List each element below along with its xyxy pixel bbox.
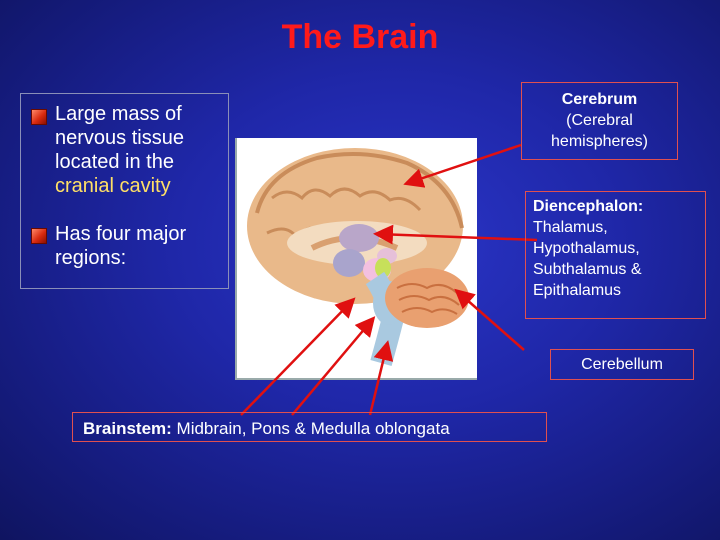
bullet-item-1: Large mass of nervous tissue located in … — [55, 102, 230, 198]
bullet-marker-icon — [31, 228, 47, 244]
label-cerebrum: Cerebrum (Cerebral hemispheres) — [521, 82, 678, 160]
arrow-pons — [291, 316, 376, 416]
cerebrum-line: (Cerebral — [566, 112, 633, 129]
arrow-cerebrum — [403, 143, 522, 188]
bullet-item-2: Has four major regions: — [55, 223, 187, 269]
bullet-text: Large mass of nervous tissue located in … — [55, 103, 184, 173]
brainstem-title: Brainstem: — [83, 419, 172, 438]
arrow-cerebellum — [454, 288, 525, 351]
arrow-midbrain — [240, 297, 356, 416]
cerebrum-line: hemispheres) — [551, 133, 648, 150]
diencephalon-line: Hypothalamus, — [533, 240, 640, 257]
label-cerebellum: Cerebellum — [550, 349, 694, 380]
diencephalon-line: Epithalamus — [533, 282, 622, 299]
arrow-diencephalon — [373, 224, 538, 245]
diencephalon-line: Subthalamus & — [533, 261, 642, 278]
bullet-highlight: cranial cavity — [55, 175, 171, 197]
bullet-list: Large mass of nervous tissue located in … — [20, 93, 229, 289]
bullet-marker-icon — [31, 109, 47, 125]
label-brainstem: Brainstem: Midbrain, Pons & Medulla oblo… — [72, 412, 547, 442]
diencephalon-line: Thalamus, — [533, 219, 608, 236]
diencephalon-title: Diencephalon: — [533, 198, 644, 215]
cerebrum-title: Cerebrum — [561, 91, 638, 108]
slide-title: The Brain — [281, 18, 439, 56]
label-diencephalon: Diencephalon: Thalamus, Hypothalamus, Su… — [525, 191, 706, 319]
brainstem-parts: Midbrain, Pons & Medulla oblongata — [171, 419, 450, 438]
arrow-medulla — [368, 340, 394, 416]
